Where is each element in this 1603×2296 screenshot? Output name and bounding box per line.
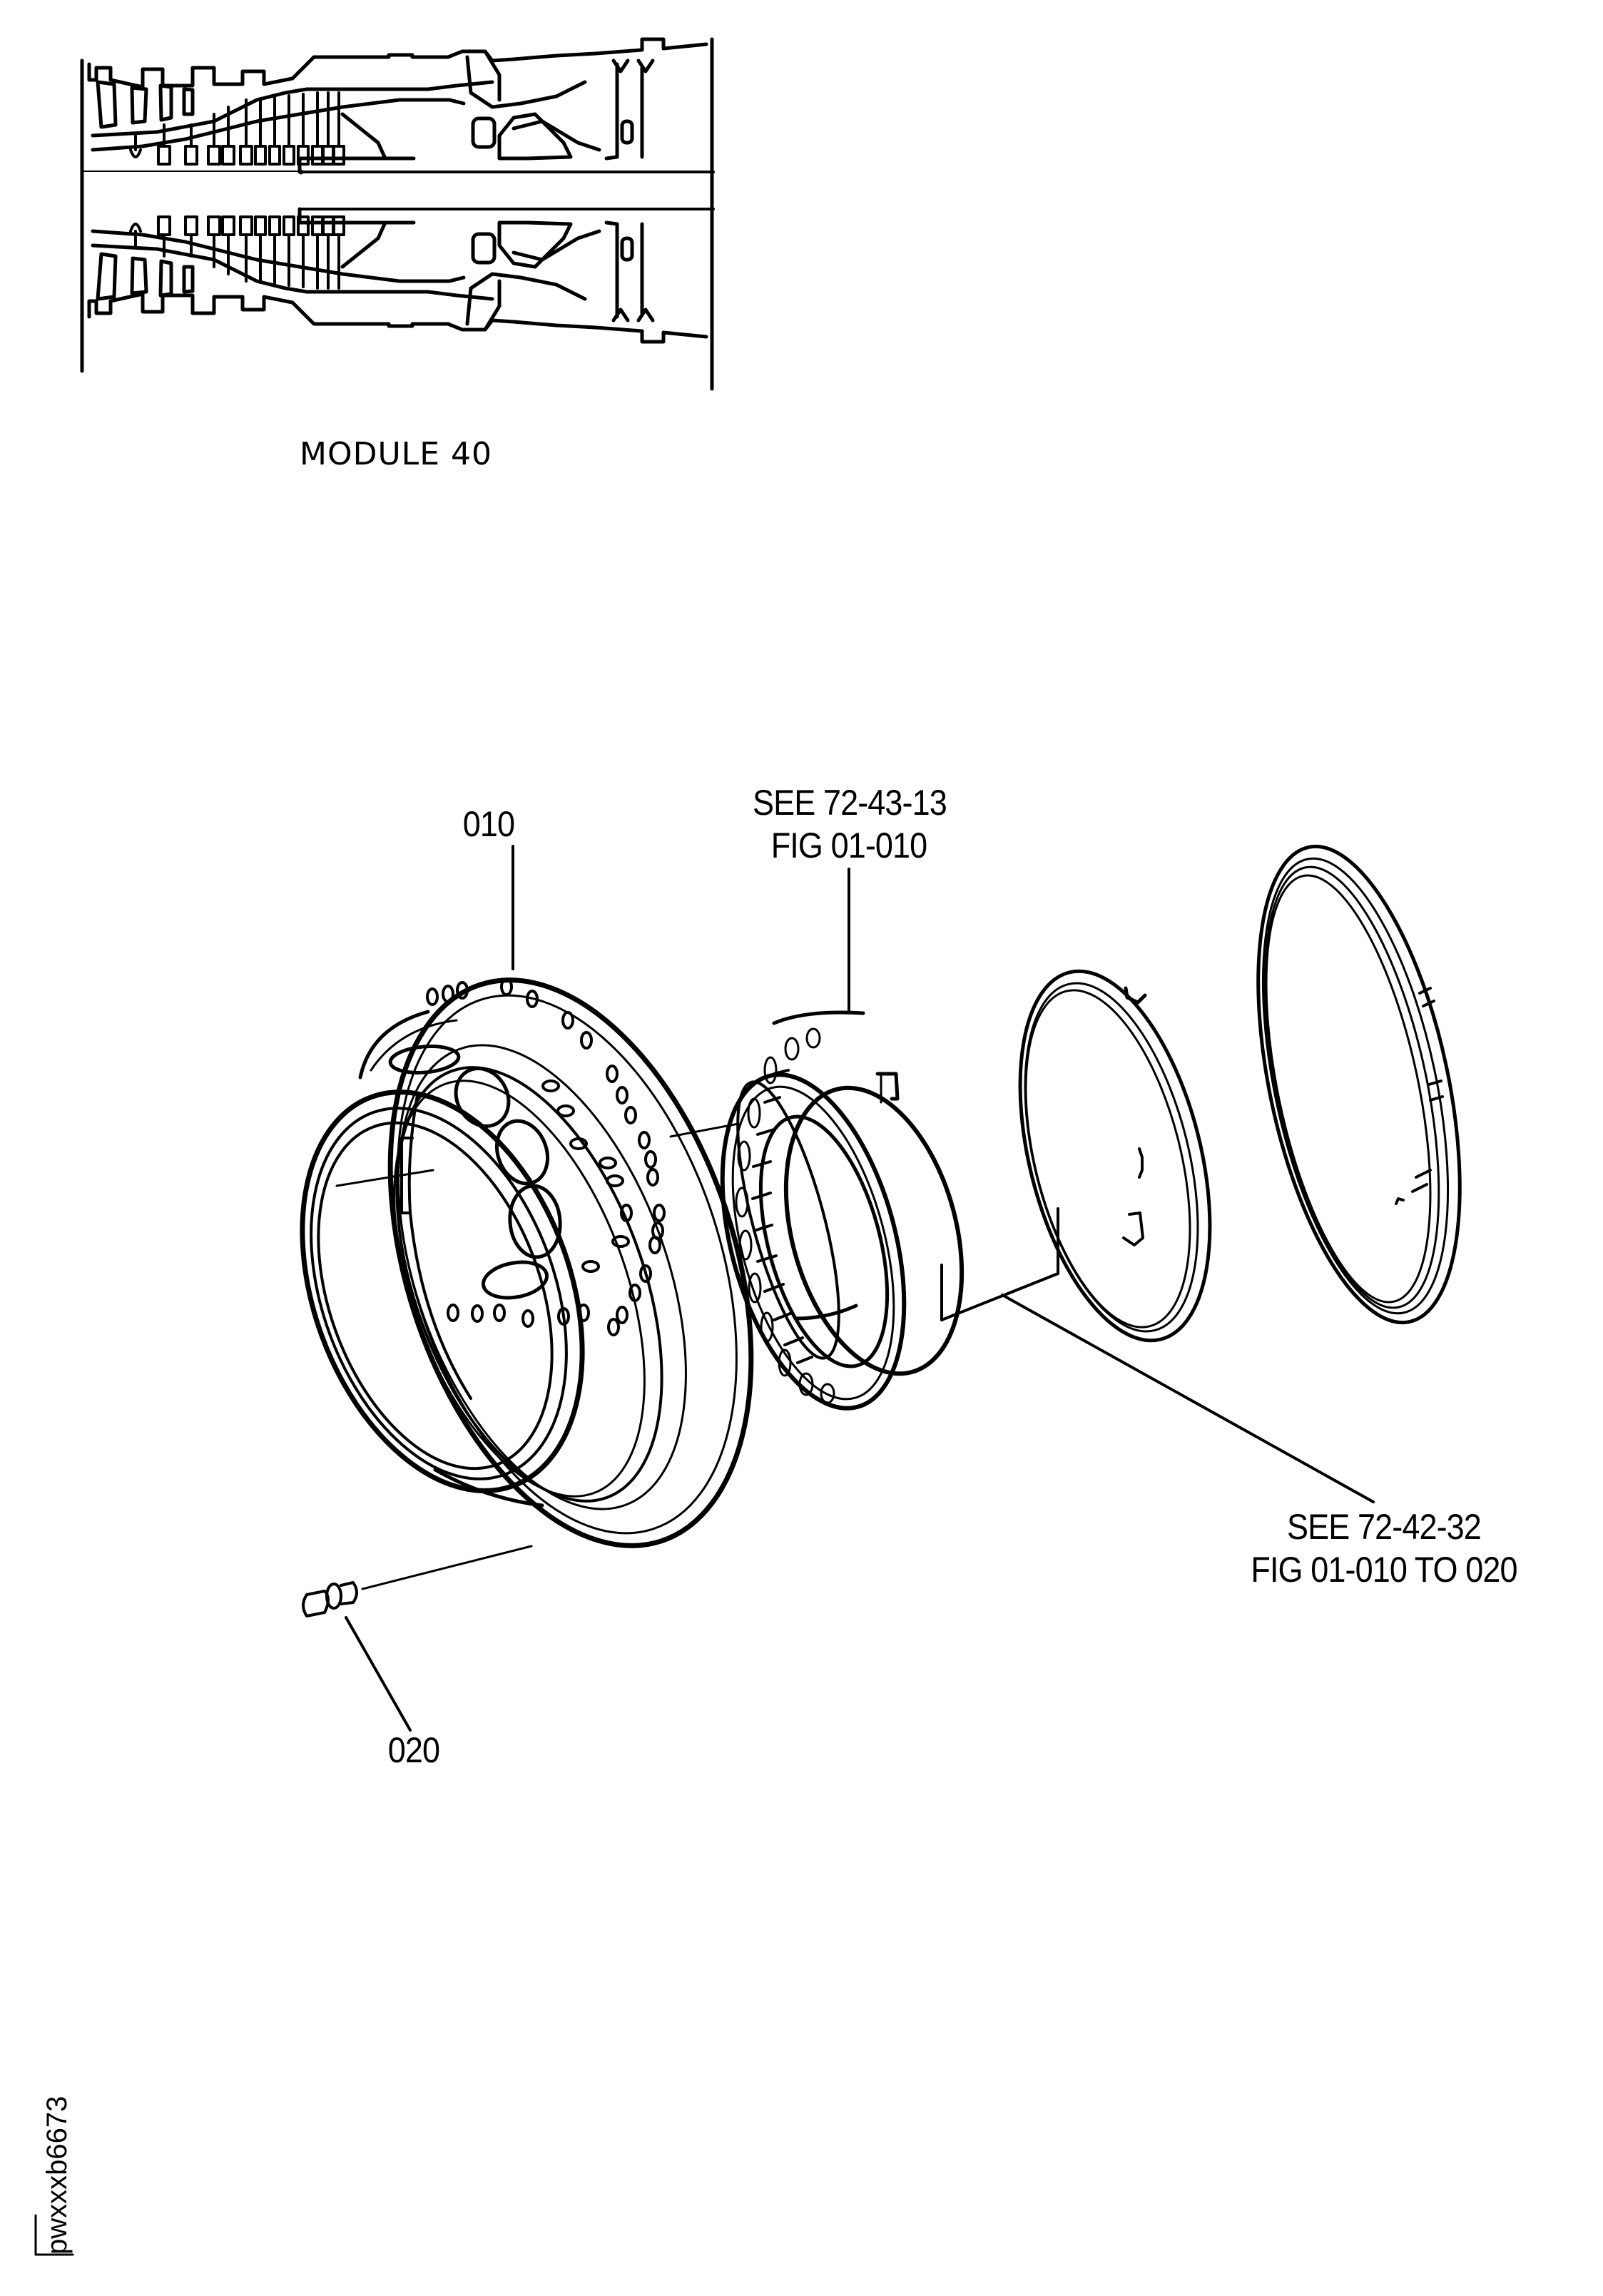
- roller-bearing: [720, 1010, 965, 1411]
- bearing-housing-flange: [300, 977, 754, 1548]
- bearing-nut: [1256, 844, 1462, 1325]
- corner-mark: [34, 2214, 74, 2256]
- reference-rings-line-2: FIG 01-010 TO 020: [1251, 1550, 1517, 1590]
- bearing-rollers: [735, 1027, 835, 1404]
- leader-rings-bracket: [940, 1207, 1375, 1503]
- reference-bearing-line-1: SEE 72-43-13: [753, 783, 947, 823]
- inner-race-splines: [736, 1069, 840, 1364]
- reference-rings-line-1: SEE 72-42-32: [1287, 1507, 1482, 1547]
- reference-bearing-line-2: FIG 01-010: [770, 826, 928, 865]
- callout-010: 010: [462, 804, 515, 844]
- flange-oil-windows: [388, 1045, 562, 1300]
- bolt-020: [302, 1581, 358, 1617]
- leader-020: [345, 1616, 412, 1732]
- inset-title: MODULE 40: [300, 436, 492, 472]
- drawing-code: pwxxxb6673: [41, 2096, 73, 2255]
- callout-020: 020: [387, 1730, 440, 1770]
- flange-to-bearing-leader: [670, 1134, 738, 1189]
- centerline: [335, 1169, 434, 1187]
- module-40-cross-section: [80, 37, 715, 391]
- locking-ring: [875, 969, 1212, 1343]
- leader-bolt-to-flange: [361, 1545, 533, 1590]
